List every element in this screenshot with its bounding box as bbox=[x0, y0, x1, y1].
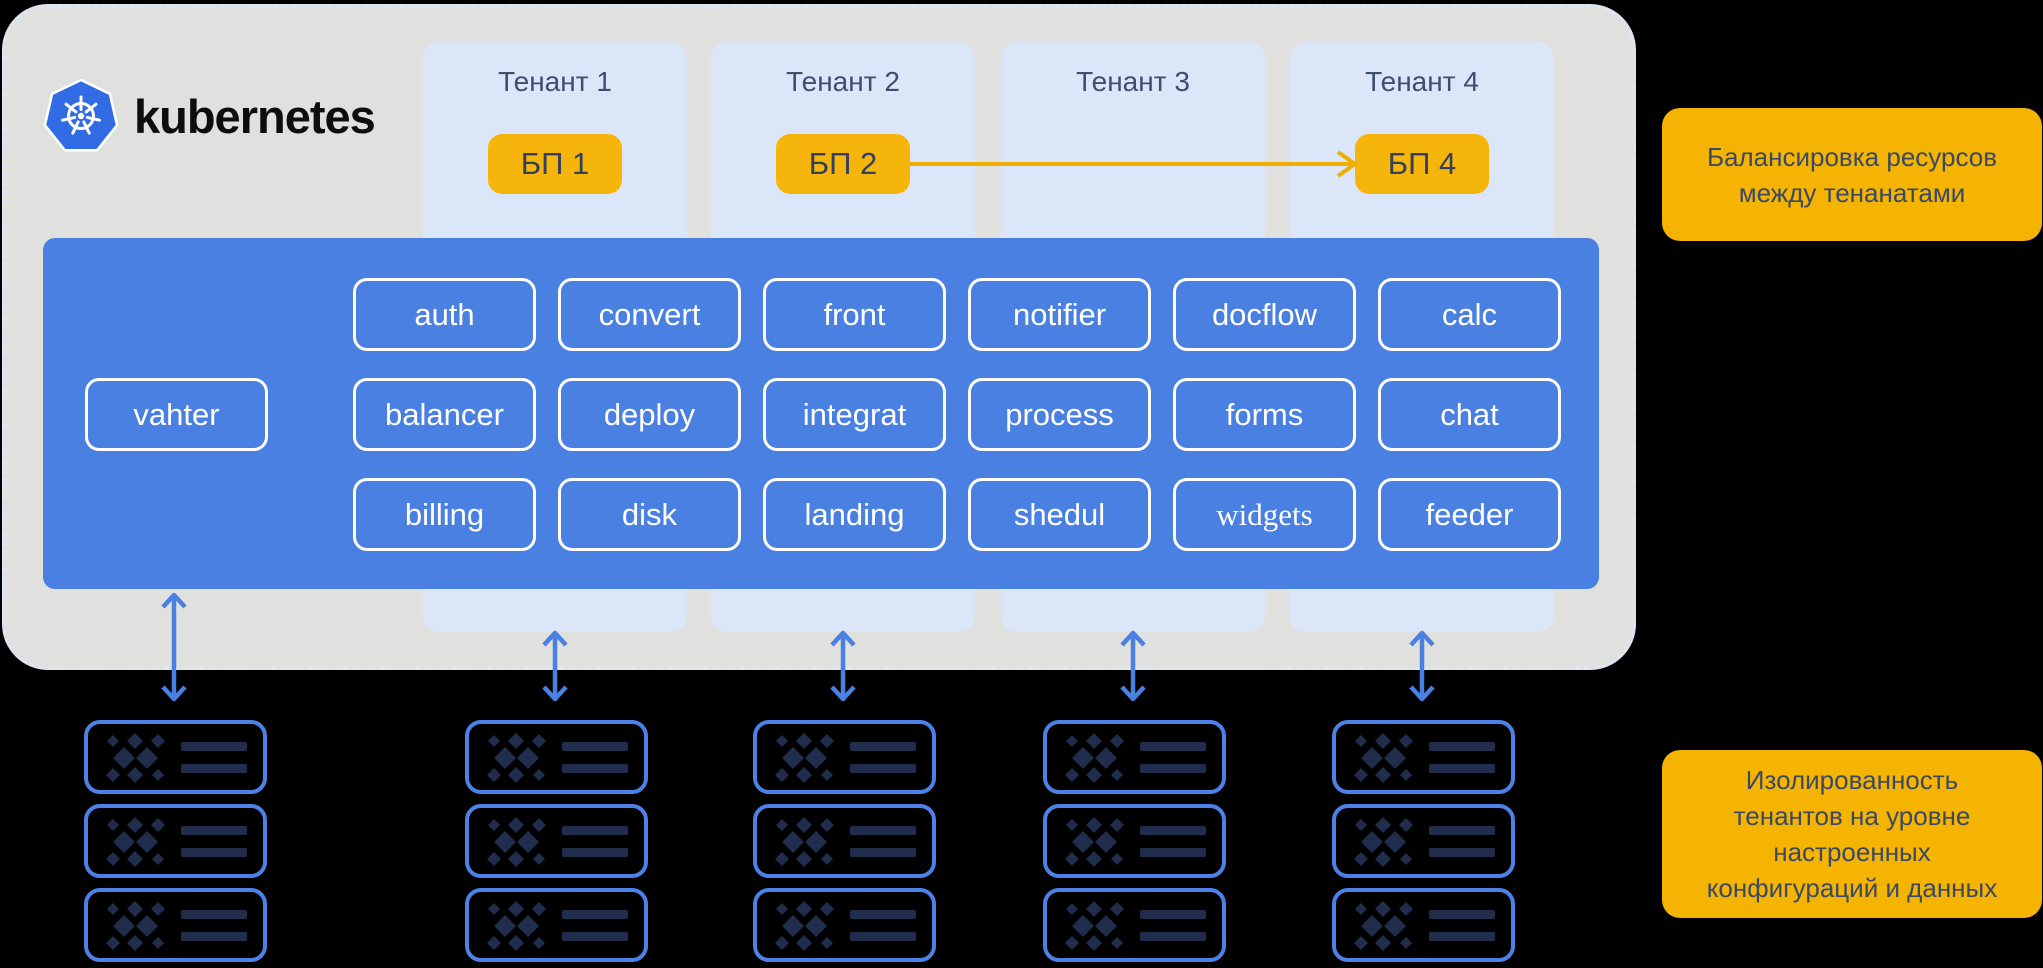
server-node bbox=[753, 804, 936, 878]
server-node bbox=[84, 888, 267, 962]
service-balancer: balancer bbox=[353, 378, 536, 451]
service-feeder: feeder bbox=[1378, 478, 1561, 551]
service-convert: convert bbox=[558, 278, 741, 351]
service-docflow: docflow bbox=[1173, 278, 1356, 351]
server-node bbox=[1043, 888, 1226, 962]
kubernetes-wheel-icon bbox=[44, 78, 118, 152]
service-shedul: shedul bbox=[968, 478, 1151, 551]
server-stack-4 bbox=[1043, 720, 1226, 968]
bp-chip-1: БП 1 bbox=[488, 134, 622, 194]
tenant-infra-arrow-1 bbox=[161, 592, 187, 702]
resource-balancing-arrow bbox=[910, 150, 1357, 178]
service-vahter: vahter bbox=[85, 378, 268, 451]
server-node bbox=[1332, 720, 1515, 794]
service-notifier: notifier bbox=[968, 278, 1151, 351]
server-stack-2 bbox=[465, 720, 648, 968]
service-chat: chat bbox=[1378, 378, 1561, 451]
bp-chip-2: БП 2 bbox=[776, 134, 910, 194]
server-node bbox=[753, 888, 936, 962]
server-rack-icon bbox=[1064, 901, 1206, 951]
server-rack-icon bbox=[1353, 817, 1495, 867]
server-node bbox=[1043, 720, 1226, 794]
server-rack-icon bbox=[1064, 733, 1206, 783]
server-node bbox=[465, 804, 648, 878]
tenant-label: Тенант 1 bbox=[498, 66, 612, 97]
server-stack-1 bbox=[84, 720, 267, 968]
bp-chip-4: БП 4 bbox=[1355, 134, 1489, 194]
annotation-isolation: Изолированность тенантов на уровне настр… bbox=[1662, 750, 2042, 918]
server-rack-icon bbox=[1353, 733, 1495, 783]
brand-block: kubernetes bbox=[44, 78, 376, 154]
server-rack-icon bbox=[105, 901, 247, 951]
server-rack-icon bbox=[486, 733, 628, 783]
server-node bbox=[1332, 804, 1515, 878]
server-node bbox=[465, 720, 648, 794]
server-rack-icon bbox=[105, 817, 247, 867]
server-node bbox=[84, 804, 267, 878]
tenant-label: Тенант 2 bbox=[786, 66, 900, 97]
server-rack-icon bbox=[774, 817, 916, 867]
service-deploy: deploy bbox=[558, 378, 741, 451]
service-landing: landing bbox=[763, 478, 946, 551]
server-rack-icon bbox=[486, 817, 628, 867]
server-node bbox=[84, 720, 267, 794]
server-rack-icon bbox=[774, 733, 916, 783]
service-front: front bbox=[763, 278, 946, 351]
server-node bbox=[1043, 804, 1226, 878]
server-node bbox=[753, 720, 936, 794]
service-auth: auth bbox=[353, 278, 536, 351]
server-node bbox=[465, 888, 648, 962]
tenant-label: Тенант 4 bbox=[1365, 66, 1479, 97]
tenant-infra-arrow-2 bbox=[542, 630, 568, 702]
server-stack-3 bbox=[753, 720, 936, 968]
services-panel: vahter auth convert front notifier docflow ca… bbox=[43, 238, 1599, 589]
annotation-balancing: Балансировка ресурсов между тенанатами bbox=[1662, 108, 2042, 241]
server-rack-icon bbox=[1353, 901, 1495, 951]
service-forms: forms bbox=[1173, 378, 1356, 451]
service-widgets: widgets bbox=[1173, 478, 1356, 551]
server-rack-icon bbox=[105, 733, 247, 783]
service-disk: disk bbox=[558, 478, 741, 551]
tenant-label: Тенант 3 bbox=[1076, 66, 1190, 97]
tenant-infra-arrow-3 bbox=[830, 630, 856, 702]
service-billing: billing bbox=[353, 478, 536, 551]
service-integrat: integrat bbox=[763, 378, 946, 451]
server-node bbox=[1332, 888, 1515, 962]
server-rack-icon bbox=[1064, 817, 1206, 867]
server-rack-icon bbox=[774, 901, 916, 951]
service-process: process bbox=[968, 378, 1151, 451]
tenant-infra-arrow-4 bbox=[1120, 630, 1146, 702]
service-calc: calc bbox=[1378, 278, 1561, 351]
server-stack-5 bbox=[1332, 720, 1515, 968]
server-rack-icon bbox=[486, 901, 628, 951]
tenant-infra-arrow-5 bbox=[1409, 630, 1435, 702]
brand-title: kubernetes bbox=[134, 89, 376, 143]
services-grid: auth convert front notifier docflow calc balan… bbox=[353, 278, 1561, 551]
